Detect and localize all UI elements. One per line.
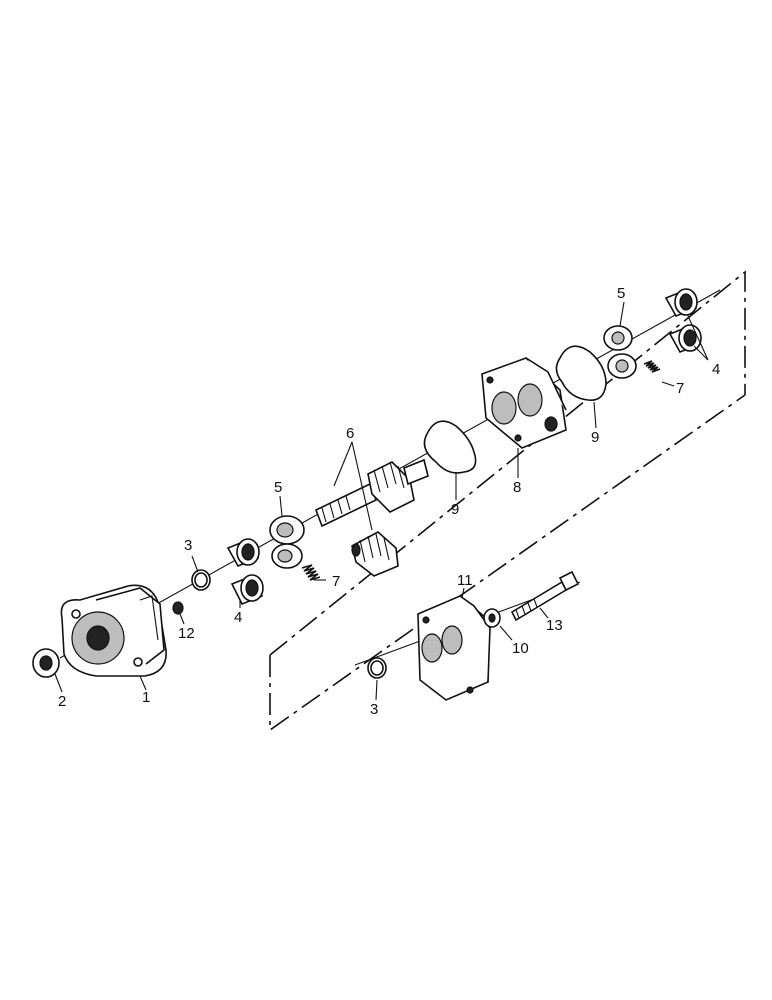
leader-lines bbox=[54, 301, 709, 701]
callout-3-rear: 3 bbox=[370, 701, 378, 718]
rear-cover bbox=[417, 595, 491, 701]
shaft-seal bbox=[32, 648, 60, 678]
bolt bbox=[510, 570, 580, 622]
callout-11: 11 bbox=[457, 572, 473, 589]
callout-9-rear: 9 bbox=[591, 429, 599, 446]
callout-9-front: 9 bbox=[451, 501, 459, 518]
gasket-rear bbox=[555, 345, 607, 401]
callout-7-front: 7 bbox=[332, 573, 340, 590]
callout-5-front: 5 bbox=[274, 479, 282, 496]
callout-3-front: 3 bbox=[184, 537, 192, 554]
callout-4-rear: 4 bbox=[712, 361, 720, 378]
gasket-front bbox=[423, 420, 477, 474]
callout-8: 8 bbox=[513, 479, 521, 496]
drive-shaft-gear bbox=[314, 458, 429, 528]
o-ring-front bbox=[191, 569, 211, 591]
callout-2: 2 bbox=[58, 693, 66, 710]
bearing-rear-upper bbox=[664, 288, 698, 318]
front-flange-housing bbox=[60, 584, 167, 677]
bearing-rear-lower bbox=[668, 324, 702, 354]
callout-4-front: 4 bbox=[234, 609, 242, 626]
callout-13: 13 bbox=[546, 617, 563, 634]
spring-front bbox=[301, 564, 321, 581]
wear-plate-front bbox=[269, 515, 305, 569]
dashed-frame bbox=[269, 270, 746, 732]
bearing-front-lower bbox=[230, 574, 264, 606]
wear-plate-rear bbox=[603, 325, 637, 379]
plug bbox=[172, 601, 184, 615]
spring-rear bbox=[643, 360, 661, 373]
bearing-front-upper bbox=[226, 538, 260, 568]
callout-5-rear: 5 bbox=[617, 285, 625, 302]
driven-gear bbox=[351, 531, 399, 577]
gear-housing-body bbox=[481, 357, 567, 449]
o-ring-rear bbox=[367, 657, 387, 679]
callout-7-rear: 7 bbox=[676, 380, 684, 397]
callout-6: 6 bbox=[346, 425, 354, 442]
callout-12: 12 bbox=[178, 625, 195, 642]
washer bbox=[483, 608, 501, 628]
callout-1: 1 bbox=[142, 689, 150, 706]
callout-10: 10 bbox=[512, 640, 529, 657]
